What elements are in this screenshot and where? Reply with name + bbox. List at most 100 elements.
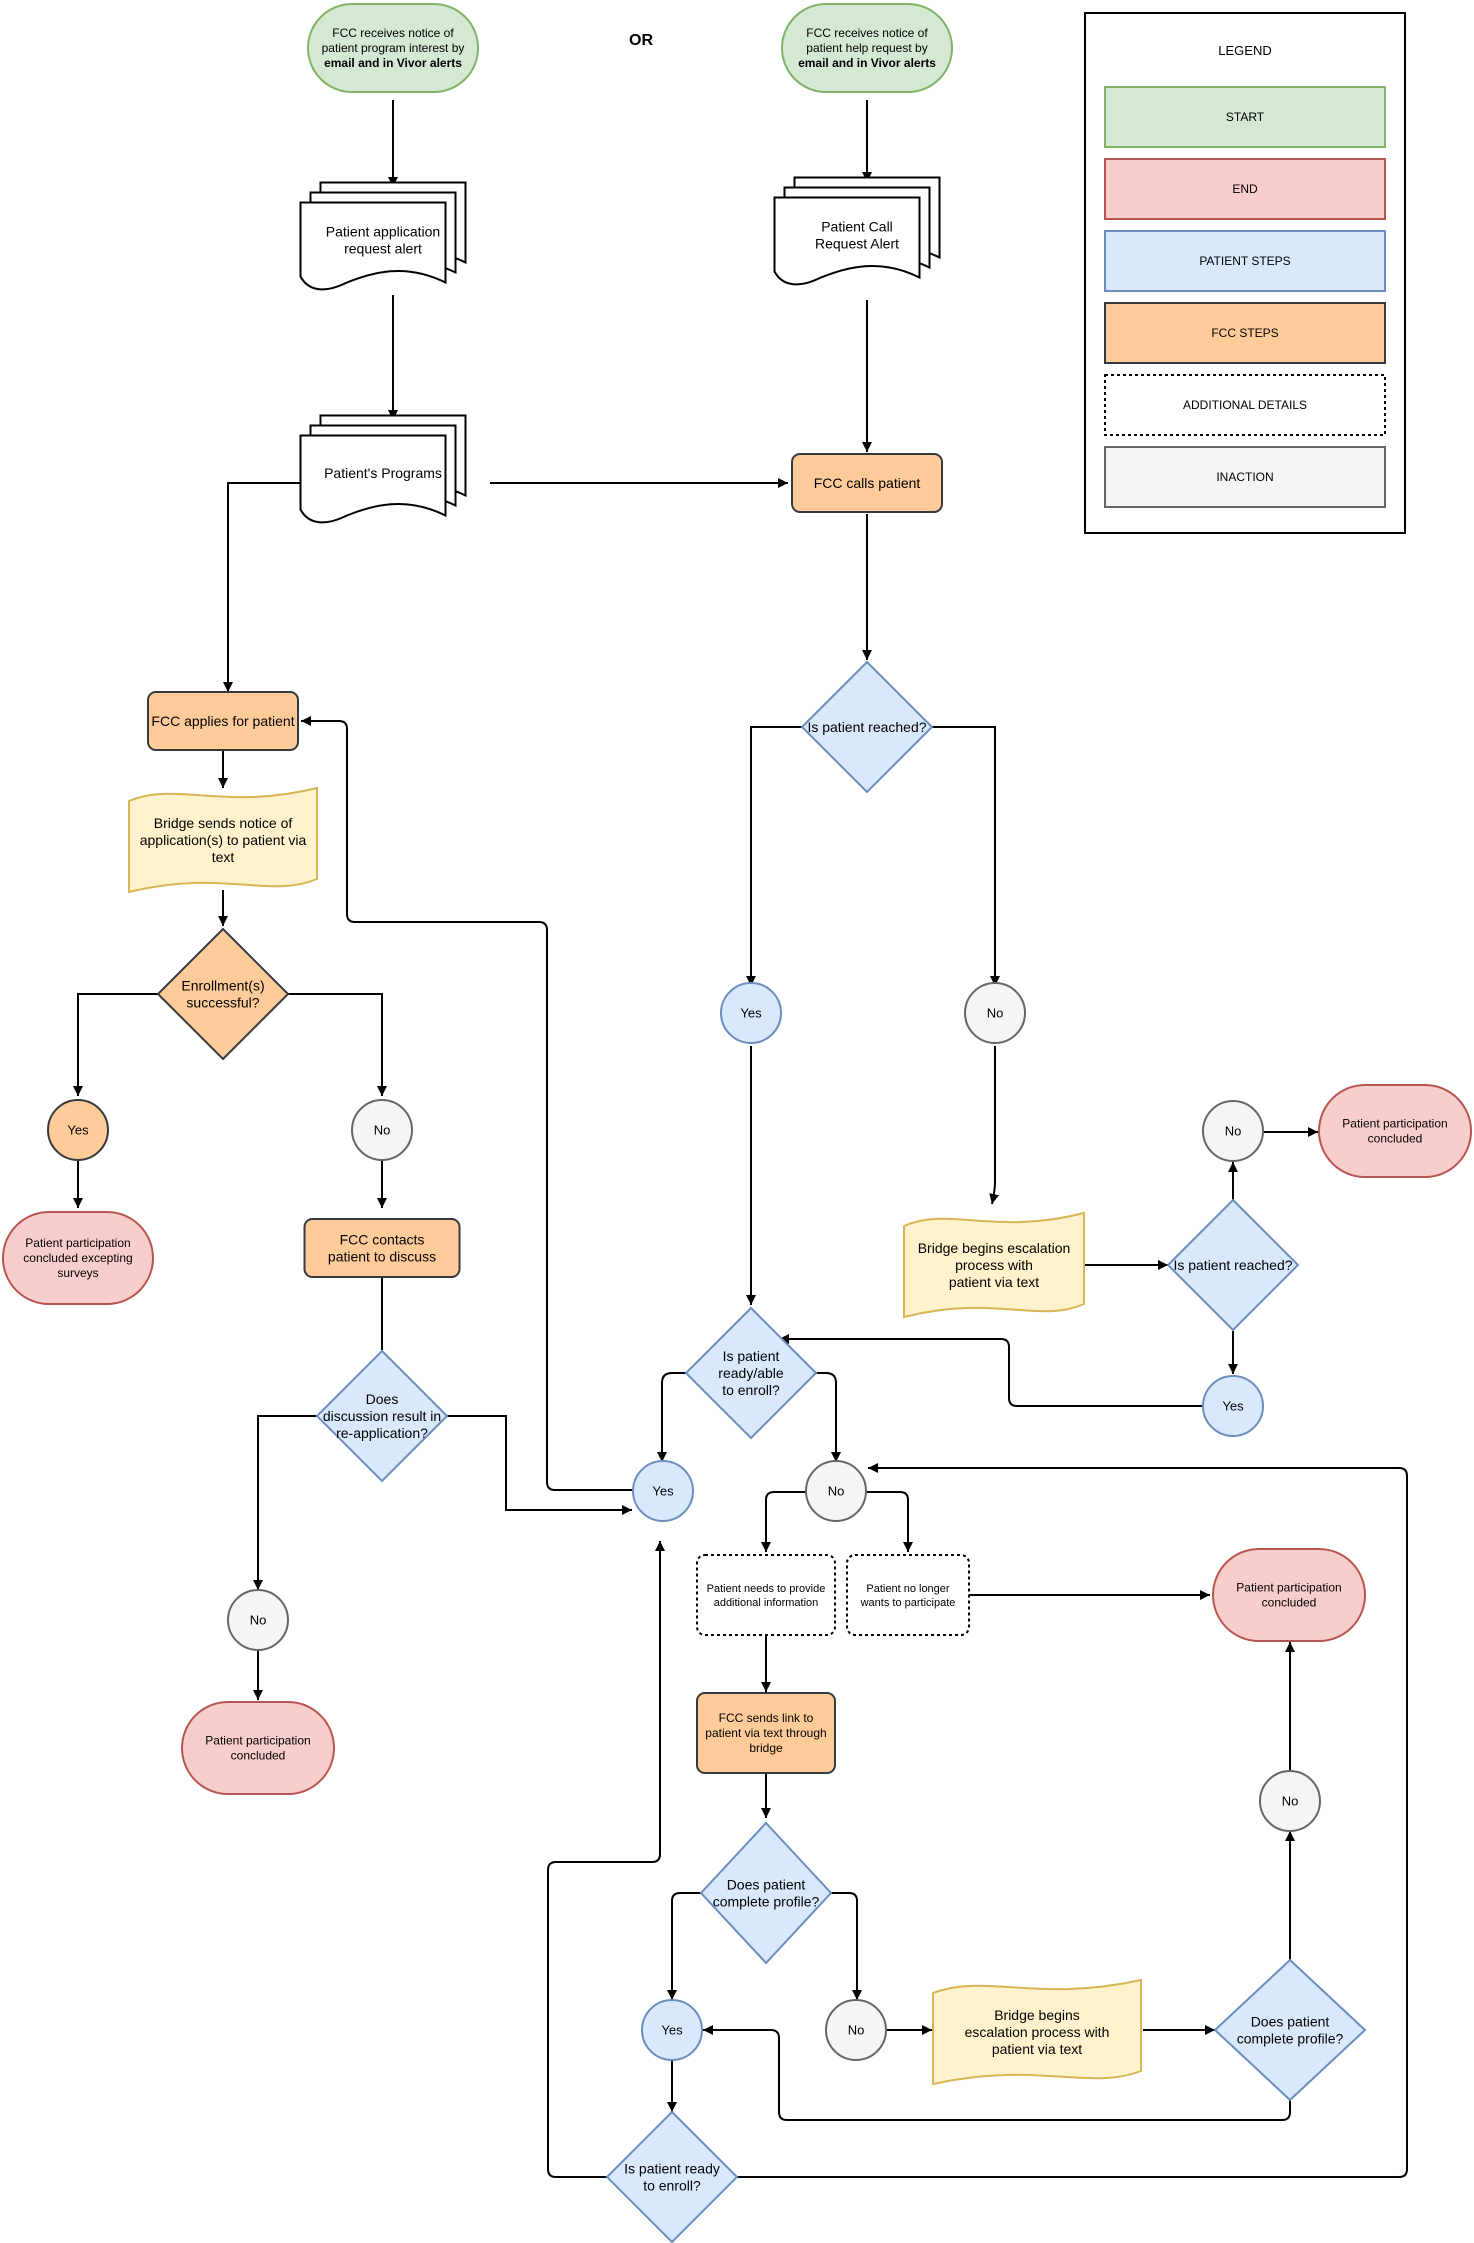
legend-item-inaction: INACTION <box>1104 446 1386 508</box>
legend-item-label: PATIENT STEPS <box>1199 254 1290 268</box>
edge-yes-2-to-ready <box>779 1334 1203 1407</box>
legend-item-label: ADDITIONAL DETAILS <box>1183 398 1307 412</box>
node-yes-profile: Yes <box>641 1999 703 2061</box>
node-label: No <box>1225 1124 1242 1139</box>
edge-no-to-bridge-escalation <box>989 1046 999 1205</box>
edge-profile-to-no <box>829 1892 862 2000</box>
node-enroll-success: Enrollment(s)successful? <box>156 927 290 1061</box>
node-label: Patient's Programs <box>324 465 442 481</box>
node-fcc-applies: FCC applies for patient <box>147 691 299 751</box>
node-yes-enroll: Yes <box>47 1099 109 1161</box>
legend-item-label: END <box>1232 182 1258 196</box>
node-yes-ready: Yes <box>632 1460 694 1522</box>
edge-discussion-to-no <box>253 1415 320 1590</box>
node-no-profile-2: No <box>1259 1770 1321 1832</box>
edge-no-to-needs-info <box>761 1491 806 1552</box>
legend-title: LEGEND <box>1218 43 1271 58</box>
node-no-reached-2: No <box>1202 1100 1264 1162</box>
node-no-reached: No <box>964 982 1026 1044</box>
node-yes-reached-2: Yes <box>1202 1375 1264 1437</box>
node-label: Yes <box>1222 1399 1244 1414</box>
legend-item-patient-steps: PATIENT STEPS <box>1104 230 1386 292</box>
edge-ready-to-yes <box>657 1372 688 1462</box>
edge-ready-to-no <box>814 1372 841 1462</box>
or-separator: OR <box>629 32 653 49</box>
legend-item-additional-details: ADDITIONAL DETAILS <box>1104 374 1386 436</box>
node-yes-reached: Yes <box>720 982 782 1044</box>
node-label: Yes <box>740 1006 762 1021</box>
node-label: Yes <box>67 1123 89 1138</box>
edge-profile-to-yes <box>667 1892 703 2000</box>
node-reached: Is patient reached? <box>800 660 934 794</box>
edge-reached-to-no <box>929 726 1000 986</box>
node-label: No <box>987 1006 1004 1021</box>
node-label: Is patient reached? <box>1173 1257 1292 1273</box>
flow-connectors <box>73 100 1408 2178</box>
node-doc-programs: Patient's Programs <box>299 414 467 524</box>
node-label: Enrollment(s)successful? <box>181 977 264 1010</box>
edge-ready-enroll-loop-to-yes <box>547 1541 665 2178</box>
edge-discussion-to-yes <box>446 1415 632 1515</box>
node-label: No <box>1282 1794 1299 1809</box>
legend-item-label: FCC STEPS <box>1211 326 1278 340</box>
edge-programs-to-fcc-applies <box>223 482 300 692</box>
node-label: Yes <box>661 2023 683 2038</box>
node-label: No <box>374 1123 391 1138</box>
node-label: No <box>848 2023 865 2038</box>
node-fcc-calls: FCC calls patient <box>791 453 943 513</box>
edge-profile-2-to-yes <box>703 2025 1291 2121</box>
node-no-enroll: No <box>351 1099 413 1161</box>
legend-item-fcc-steps: FCC STEPS <box>1104 302 1386 364</box>
edge-no-to-no-longer <box>866 1491 913 1552</box>
node-label: Is patient reached? <box>807 719 926 735</box>
node-no-ready: No <box>805 1460 867 1522</box>
edge-reached-to-yes <box>746 726 805 986</box>
legend-item-end: END <box>1104 158 1386 220</box>
edge-enroll-to-no <box>288 993 387 1096</box>
legend: LEGEND START END PATIENT STEPS FCC STEPS ADD… <box>1084 12 1406 534</box>
node-label: No <box>828 1484 845 1499</box>
node-reached-2: Is patient reached? <box>1166 1198 1300 1332</box>
node-label: FCC applies for patient <box>151 713 294 729</box>
edge-yes-loop-to-fcc-applies <box>301 716 633 1491</box>
legend-item-start: START <box>1104 86 1386 148</box>
node-label: FCC calls patient <box>814 475 921 491</box>
legend-item-label: INACTION <box>1216 470 1273 484</box>
